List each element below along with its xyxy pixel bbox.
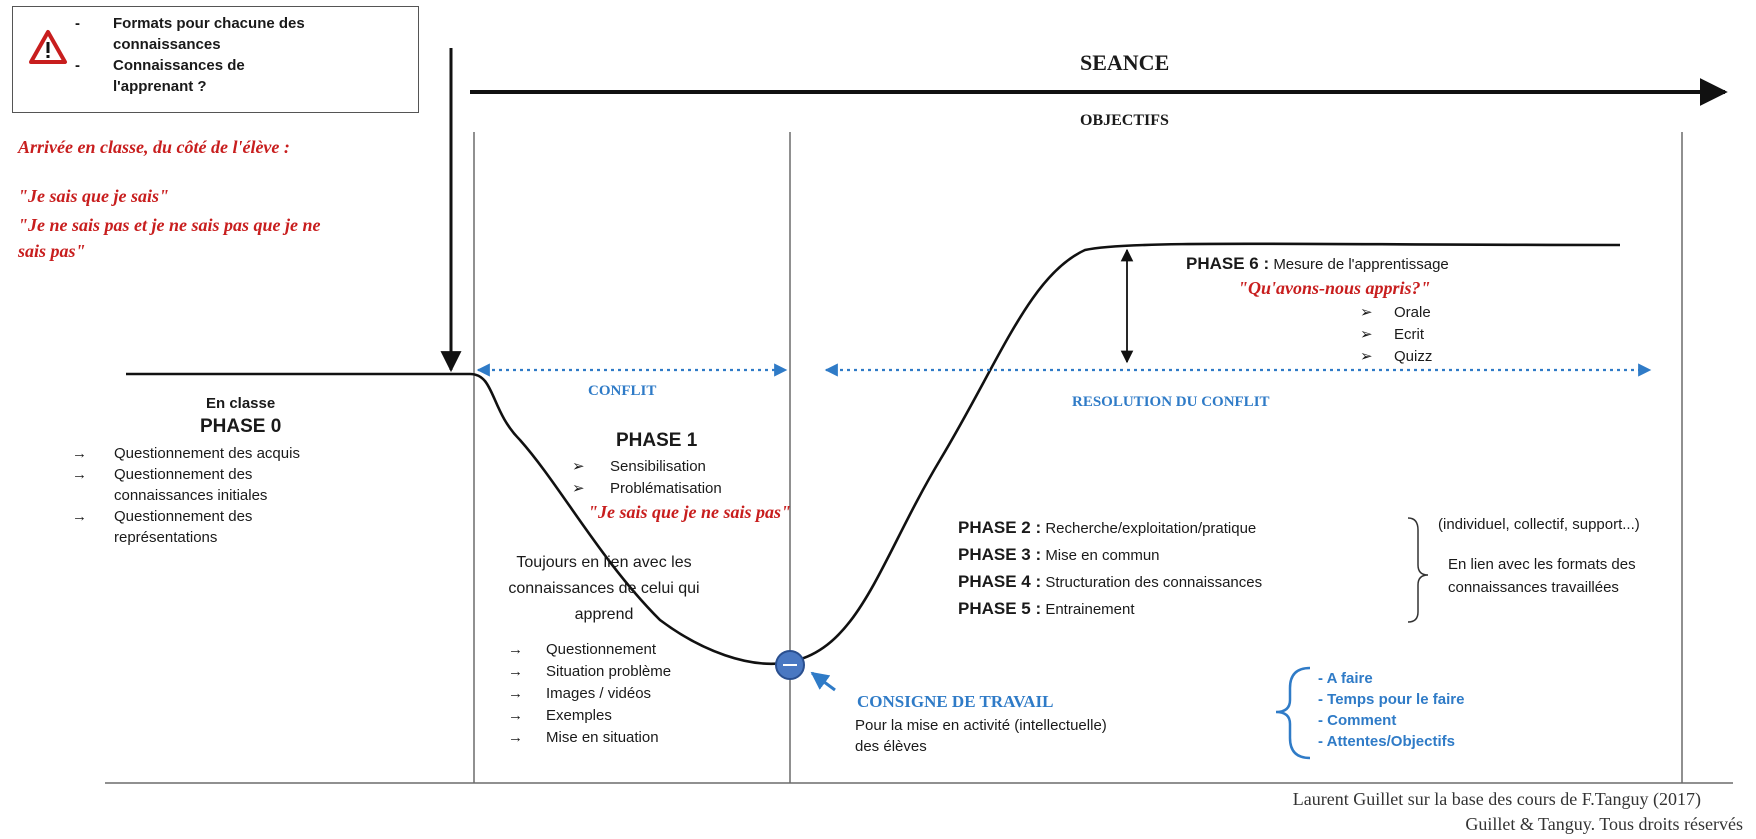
consigne-brace [1275, 666, 1311, 760]
phase1-item: ➢Problématisation [572, 480, 722, 497]
phase6-desc: Mesure de l'apprentissage [1273, 256, 1449, 273]
phase6-quote: "Qu'avons-nous appris?" [1238, 278, 1431, 298]
warning-triangle-icon [29, 30, 67, 64]
warning-item-formats-cont: connaissances [113, 36, 221, 53]
warning-item-formats: -Formats pour chacune des [75, 15, 305, 32]
phase0-list: →Questionnement des acquis →Questionneme… [72, 443, 300, 548]
phase6-item: ➢Ecrit [1360, 326, 1424, 343]
warning-item-connaissances: -Connaissances de [75, 57, 245, 74]
lien-line: connaissances de celui qui [508, 580, 700, 597]
phase0-context: En classe [206, 395, 276, 412]
consigne-item: - Temps pour le faire [1318, 691, 1465, 708]
phase6-item: ➢Orale [1360, 304, 1431, 321]
phase0-title: PHASE 0 [200, 416, 282, 437]
arrival-quote-2-cont: sais pas" [18, 241, 86, 261]
phase1-list: ➢Sensibilisation ➢Problématisation [572, 456, 722, 500]
phase0-item: connaissances initiales [114, 487, 268, 504]
phases-note-3: connaissances travaillées [1448, 579, 1619, 596]
support-item: →Images / vidéos [508, 685, 652, 702]
phase1-item: ➢Sensibilisation [572, 458, 706, 475]
lien-line: Toujours en lien avec les [516, 554, 692, 571]
conflit-label: CONFLIT [588, 383, 657, 399]
arrival-quote-1: "Je sais que je sais" [18, 186, 169, 206]
phase0-item: →Questionnement des [72, 466, 253, 483]
resolution-label: RESOLUTION DU CONFLIT [1072, 394, 1270, 410]
consigne-title: CONSIGNE DE TRAVAIL [857, 692, 1054, 711]
support-item: →Questionnement [508, 641, 657, 658]
support-item: →Exemples [508, 707, 612, 724]
phase6-list: ➢Orale ➢Ecrit ➢Quizz [1360, 302, 1432, 368]
warning-box: -Formats pour chacune des connaissances … [12, 6, 419, 113]
phase0-item: représentations [114, 529, 218, 546]
objectifs-label: OBJECTIFS [1080, 112, 1169, 129]
arrival-title: Arrivée en classe, du côté de l'élève : [18, 137, 290, 157]
consigne-item: - Attentes/Objectifs [1318, 733, 1455, 750]
consigne-line-1: Pour la mise en activité (intellectuelle… [855, 717, 1107, 734]
support-item: →Situation problème [508, 663, 672, 680]
phase0-item: →Questionnement des acquis [72, 445, 300, 462]
phase1-quote: "Je sais que je ne sais pas" [588, 502, 791, 522]
phase-row-4: PHASE 4 : Structuration des connaissance… [958, 572, 1263, 591]
phases-bracket [1407, 517, 1429, 623]
phase1-title: PHASE 1 [616, 430, 698, 451]
consigne-list: - A faire - Temps pour le faire - Commen… [1318, 668, 1464, 752]
phases-note-2: En lien avec les formats des [1448, 556, 1636, 573]
credits-line-1: Laurent Guillet sur la base des cours de… [1292, 789, 1701, 809]
credits-line-2: Guillet & Tanguy. Tous droits réservés [1465, 814, 1743, 834]
learning-curve [126, 242, 1621, 666]
phase6-header: PHASE 6 : Mesure de l'apprentissage [1186, 254, 1449, 274]
consigne-pointer [810, 671, 836, 692]
lien-line: apprend [574, 606, 634, 623]
seance-label: SEANCE [1080, 50, 1170, 75]
phase6-item: ➢Quizz [1360, 348, 1433, 365]
phase6-title: PHASE 6 : [1186, 254, 1270, 273]
phase-row-3: PHASE 3 : Mise en commun [958, 545, 1160, 564]
lien-text: Toujours en lien avec les connaissances … [474, 550, 734, 628]
phases-2-5: PHASE 2 : Recherche/exploitation/pratiqu… [958, 515, 1262, 623]
phases-note-1: (individuel, collectif, support...) [1438, 516, 1640, 533]
phase-row-2: PHASE 2 : Recherche/exploitation/pratiqu… [958, 518, 1257, 537]
consigne-item: - A faire [1318, 670, 1373, 687]
phase-row-5: PHASE 5 : Entrainement [958, 599, 1135, 618]
support-item: →Mise en situation [508, 729, 659, 746]
consigne-item: - Comment [1318, 712, 1397, 729]
phase0-item: →Questionnement des [72, 508, 253, 525]
warning-item-apprenant: l'apprenant ? [113, 78, 207, 95]
arrival-quote-2: "Je ne sais pas et je ne sais pas que je… [18, 215, 321, 235]
consigne-line-2: des élèves [855, 738, 927, 755]
supports-list: →Questionnement →Situation problème →Ima… [508, 639, 671, 749]
